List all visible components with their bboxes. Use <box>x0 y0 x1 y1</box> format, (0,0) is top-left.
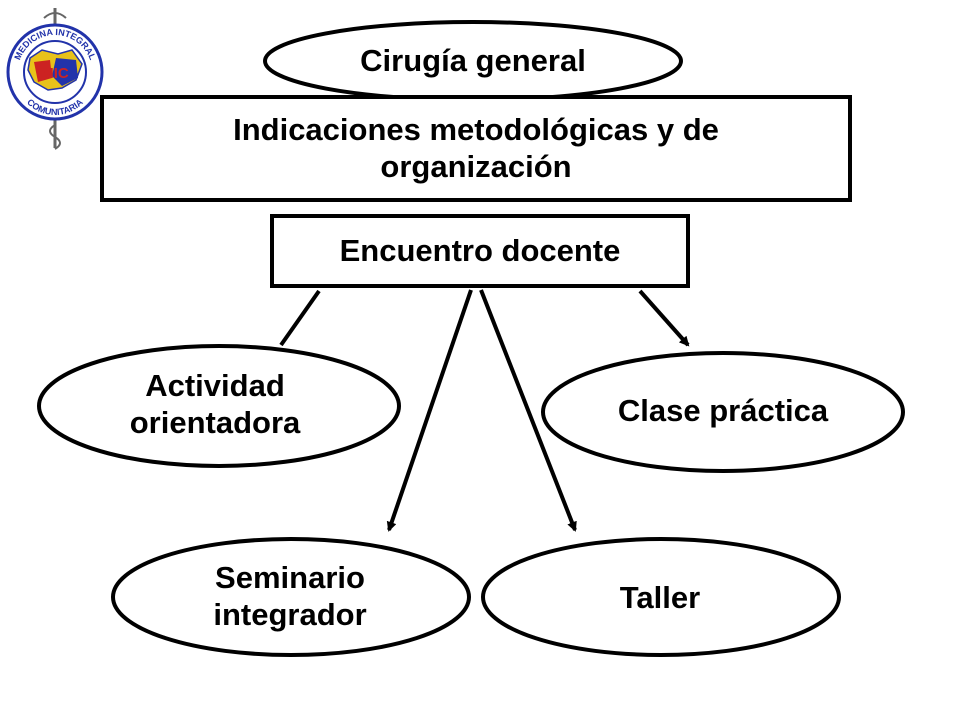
seminario-label: Seminario integrador <box>213 560 367 632</box>
logo-initials: MIC <box>41 65 69 82</box>
taller-label: Taller <box>619 579 701 615</box>
center-label: Encuentro docente <box>339 232 621 268</box>
connector-actividad <box>279 289 321 347</box>
subtitle-box <box>100 95 852 202</box>
actividad-label: Actividad orientadora <box>129 368 301 440</box>
taller-ellipse <box>481 537 841 657</box>
actividad-ellipse <box>37 344 401 468</box>
center-box <box>270 214 690 288</box>
seminario-ellipse <box>111 537 471 657</box>
title-label: Cirugía general <box>360 42 586 78</box>
connector-seminario <box>386 289 473 532</box>
connector-clase <box>638 289 690 347</box>
clase-ellipse <box>541 351 905 473</box>
connector-taller <box>479 289 577 532</box>
mic-logo: MEDICINA INTEGRAL COMUNITARIA MIC <box>6 8 104 150</box>
subtitle-label: Indicaciones metodológicas y de organiza… <box>233 112 719 184</box>
clase-label: Clase práctica <box>617 392 829 428</box>
